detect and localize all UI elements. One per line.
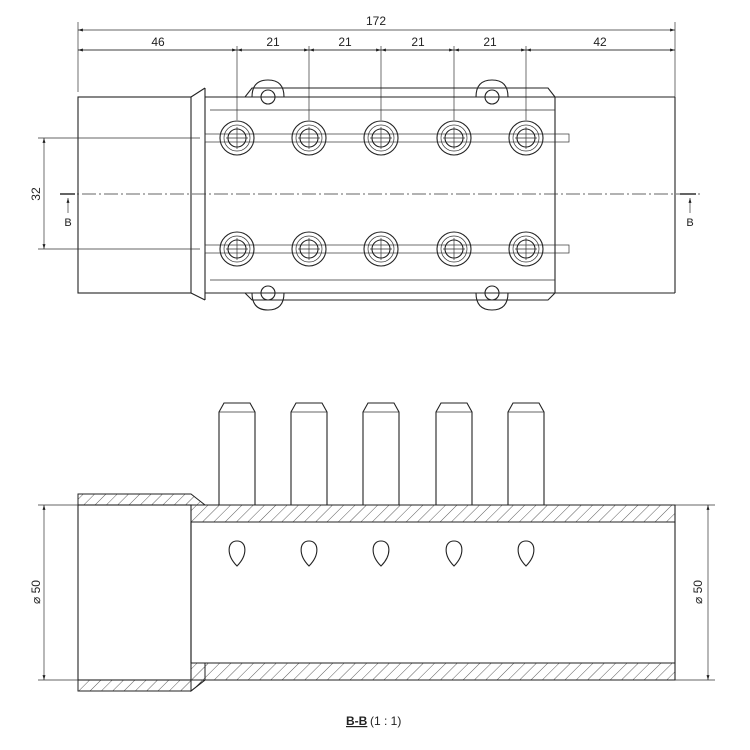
outlet-spigot	[219, 231, 255, 267]
section-marker-right: B	[680, 193, 696, 229]
section-letter-left: B	[64, 217, 71, 229]
mounting-lugs	[251, 79, 509, 311]
outlet-spigot	[363, 120, 399, 156]
diameter-label-right: ⌀ 50	[691, 580, 705, 604]
dim-label-46: 46	[151, 35, 165, 49]
section-spigot	[290, 402, 328, 505]
section-spigot	[507, 402, 545, 505]
outlet-spigot	[436, 120, 472, 156]
section-caption-name: B-B	[346, 714, 368, 728]
overall-length-dimension: 172	[77, 14, 676, 108]
dim-label-21-d: 21	[483, 35, 497, 49]
outlet-row-upper	[219, 120, 544, 156]
section-caption-scale: (1 : 1)	[370, 714, 401, 728]
outlet-hole	[228, 540, 246, 567]
outlet-holes	[228, 540, 535, 567]
outlet-rails	[204, 133, 570, 254]
chain-dimensions: 46 21 21 21 21 42	[78, 35, 675, 120]
outlet-hole	[517, 540, 535, 567]
section-spigot	[435, 402, 473, 505]
outlet-spigot	[363, 231, 399, 267]
row-spacing-label: 32	[29, 187, 43, 201]
section-marker-left: B	[60, 193, 75, 229]
outlet-spigot	[291, 120, 327, 156]
outlet-spigot	[219, 120, 255, 156]
outlet-hole	[372, 540, 390, 567]
socket-transition-bottom	[190, 662, 206, 693]
overall-length-label: 172	[366, 14, 386, 28]
dim-label-42: 42	[593, 35, 607, 49]
dim-label-21-c: 21	[411, 35, 425, 49]
socket-bore	[77, 504, 192, 681]
section-letter-right: B	[686, 217, 693, 229]
tube-wall-top	[190, 504, 676, 523]
top-view: 172 46 21 21 21 21 42	[29, 14, 700, 311]
socket-wall-top	[77, 493, 207, 506]
outlet-spigot	[291, 231, 327, 267]
section-view-bb: ⌀ 50 ⌀ 50 B-B (1 : 1)	[29, 402, 715, 728]
section-caption: B-B (1 : 1)	[346, 714, 401, 728]
tube-wall-bottom	[204, 662, 676, 681]
outlet-spigot	[436, 231, 472, 267]
dim-label-21-a: 21	[266, 35, 280, 49]
manifold-outline-top	[77, 87, 676, 301]
outlet-hole	[445, 540, 463, 567]
outlet-hole	[300, 540, 318, 567]
section-spigots	[218, 402, 545, 505]
diameter-label-left: ⌀ 50	[29, 580, 43, 604]
row-spacing-dimension: 32	[29, 137, 200, 250]
outlet-spigot	[508, 120, 544, 156]
diameter-dimension-right: ⌀ 50	[675, 504, 715, 681]
diameter-dimension-left: ⌀ 50	[29, 504, 78, 681]
outlet-row-lower	[219, 231, 544, 267]
outlet-spigot	[508, 231, 544, 267]
socket-wall-bottom	[77, 679, 207, 692]
dim-label-21-b: 21	[338, 35, 352, 49]
section-spigot	[362, 402, 400, 505]
section-spigot	[218, 402, 256, 505]
